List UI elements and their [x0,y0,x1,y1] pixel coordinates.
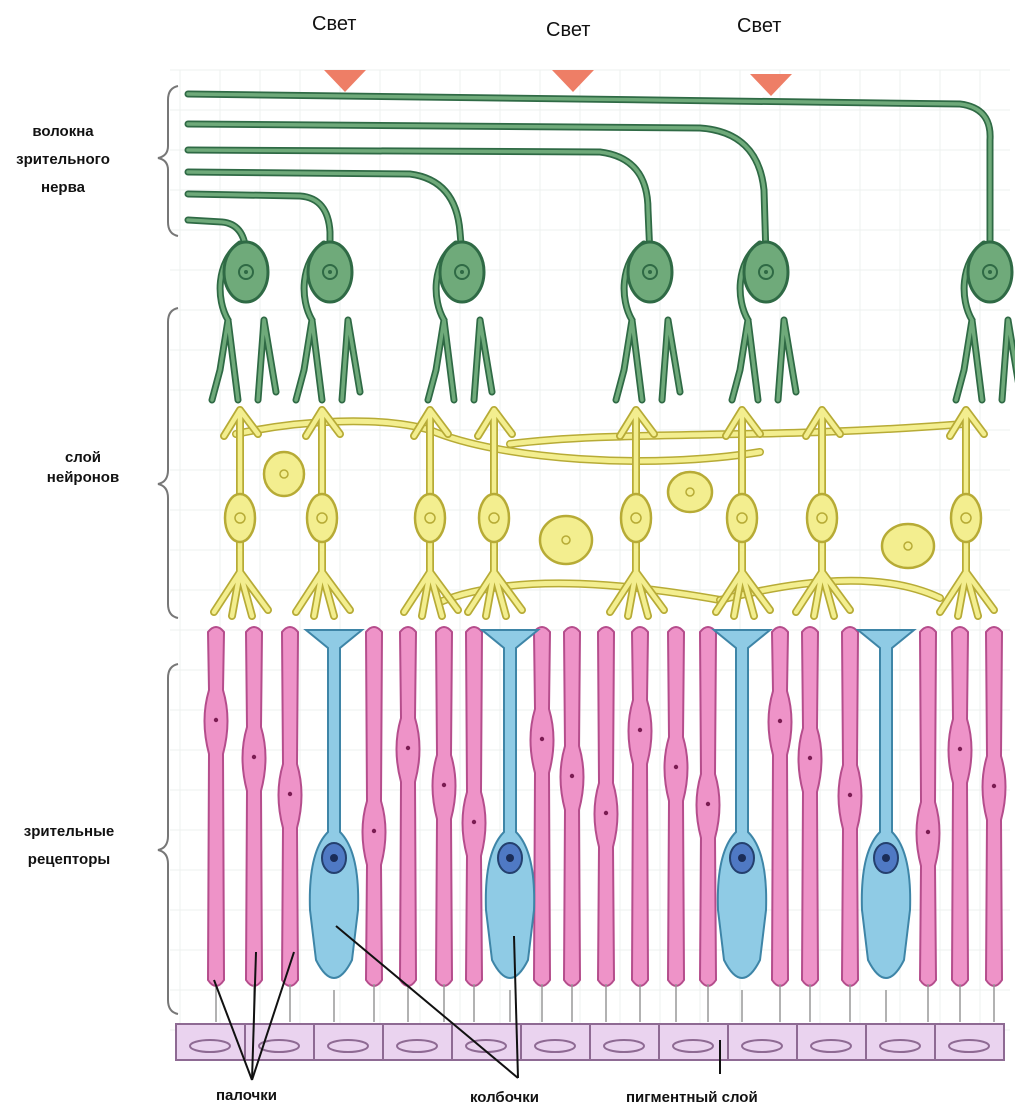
rod-cell [799,627,822,1022]
rod-cell [629,627,652,1022]
amacrine-cell [540,516,592,564]
rod-cell [531,627,554,1022]
bipolar-body [415,494,445,542]
label-neuron-layer: слой нейронов [8,448,158,488]
bipolar-body [807,494,837,542]
rod-nucleus [674,765,678,769]
rod-nucleus [406,746,410,750]
bipolar-body [727,494,757,542]
label-optic-nerve-line-2: зрительного [0,146,138,174]
rod-nucleus [288,792,292,796]
pigment-layer [176,1024,1004,1060]
rod-nucleus [638,728,642,732]
rod-cell [665,627,688,1022]
rod-nucleus [214,718,218,722]
rod-nucleus [372,829,376,833]
label-receptors: зрительные рецепторы [0,818,144,874]
rod-cell [205,627,228,1022]
rod-cell [561,627,584,1022]
label-optic-nerve-line-1: волокна [0,118,138,146]
rod-nucleus [604,811,608,815]
rod-nucleus [706,802,710,806]
amacrine-cell [668,472,712,512]
rod-nucleus [848,793,852,797]
rod-nucleus [778,719,782,723]
light-label-2: Свет [546,20,590,40]
light-label-3: Свет [737,16,781,36]
bipolar-body [479,494,509,542]
rod-cell [697,627,720,1022]
rod-cell [949,627,972,1022]
rod-cell [769,627,792,1022]
rod-nucleus [808,756,812,760]
rod-nucleus [992,784,996,788]
amacrine-cell [264,452,304,496]
label-pigment-layer: пигментный слой [626,1088,758,1108]
bipolar-body [621,494,651,542]
rod-cell [917,627,940,1022]
rod-cell [595,627,618,1022]
rod-nucleus [252,755,256,759]
label-rods: палочки [216,1086,277,1106]
amacrine-cell [882,524,934,568]
bipolar-body [307,494,337,542]
rod-cell [463,627,486,1022]
label-receptors-line-1: зрительные [0,818,144,846]
label-optic-nerve-fibers: волокна зрительного нерва [0,118,138,202]
bipolar-body [951,494,981,542]
rod-nucleus [958,747,962,751]
label-receptors-line-2: рецепторы [0,846,144,874]
rod-cell [839,627,862,1022]
rod-cell [397,627,420,1022]
rod-nucleus [570,774,574,778]
light-label-1: Свет [312,14,356,34]
rod-cell [243,627,266,1022]
bipolar-body [225,494,255,542]
label-optic-nerve-line-3: нерва [0,174,138,202]
rod-cell [363,627,386,1022]
label-neuron-line-2: нейронов [8,468,158,488]
rod-nucleus [472,820,476,824]
rod-nucleus [540,737,544,741]
label-cones: колбочки [470,1088,539,1108]
rod-nucleus [926,830,930,834]
rod-nucleus [442,783,446,787]
label-neuron-line-1: слой [8,448,158,468]
